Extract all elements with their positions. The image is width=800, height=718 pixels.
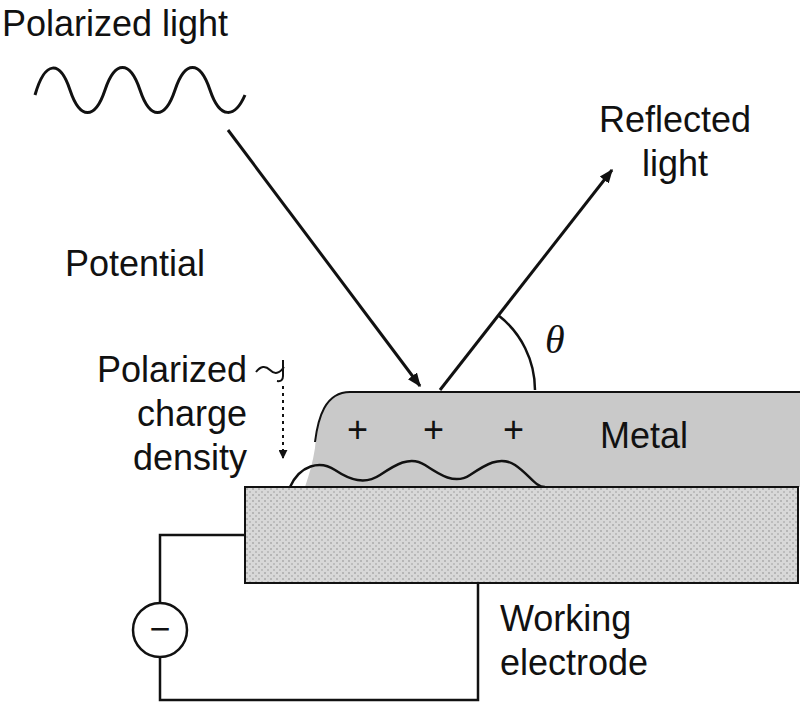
reflected-ray: [440, 170, 612, 390]
battery-symbol: [133, 603, 187, 657]
metal-fill: [305, 392, 800, 487]
electrode-fill: [245, 487, 798, 583]
light-wave: [35, 68, 245, 113]
light-label: Reflected light: [565, 98, 785, 186]
light-label: Polarized light: [2, 2, 228, 46]
charge-sign: +: [347, 408, 368, 452]
node-shape: [305, 390, 800, 487]
electrode-block: Working electrode: [245, 487, 798, 583]
battery-sign: −: [140, 607, 180, 651]
layer-label: Metal: [600, 414, 688, 458]
metal-outline: [315, 392, 800, 442]
charge-symbol: [256, 360, 284, 381]
potential-label: Potential: [65, 242, 205, 286]
charge-density-wave: [290, 461, 545, 487]
charge-label: Polarized charge density: [25, 348, 247, 480]
charge-sign: +: [423, 408, 444, 452]
electrode-label: Working electrode: [500, 597, 710, 685]
incident-ray: [228, 130, 420, 386]
charge-sign: +: [503, 408, 524, 452]
node-shape: [245, 487, 798, 583]
metal-layer: + + + Metal: [305, 390, 800, 487]
angle-label: θ: [545, 316, 565, 365]
angle-arc: [498, 315, 535, 390]
dotted-arrow: [282, 386, 284, 458]
